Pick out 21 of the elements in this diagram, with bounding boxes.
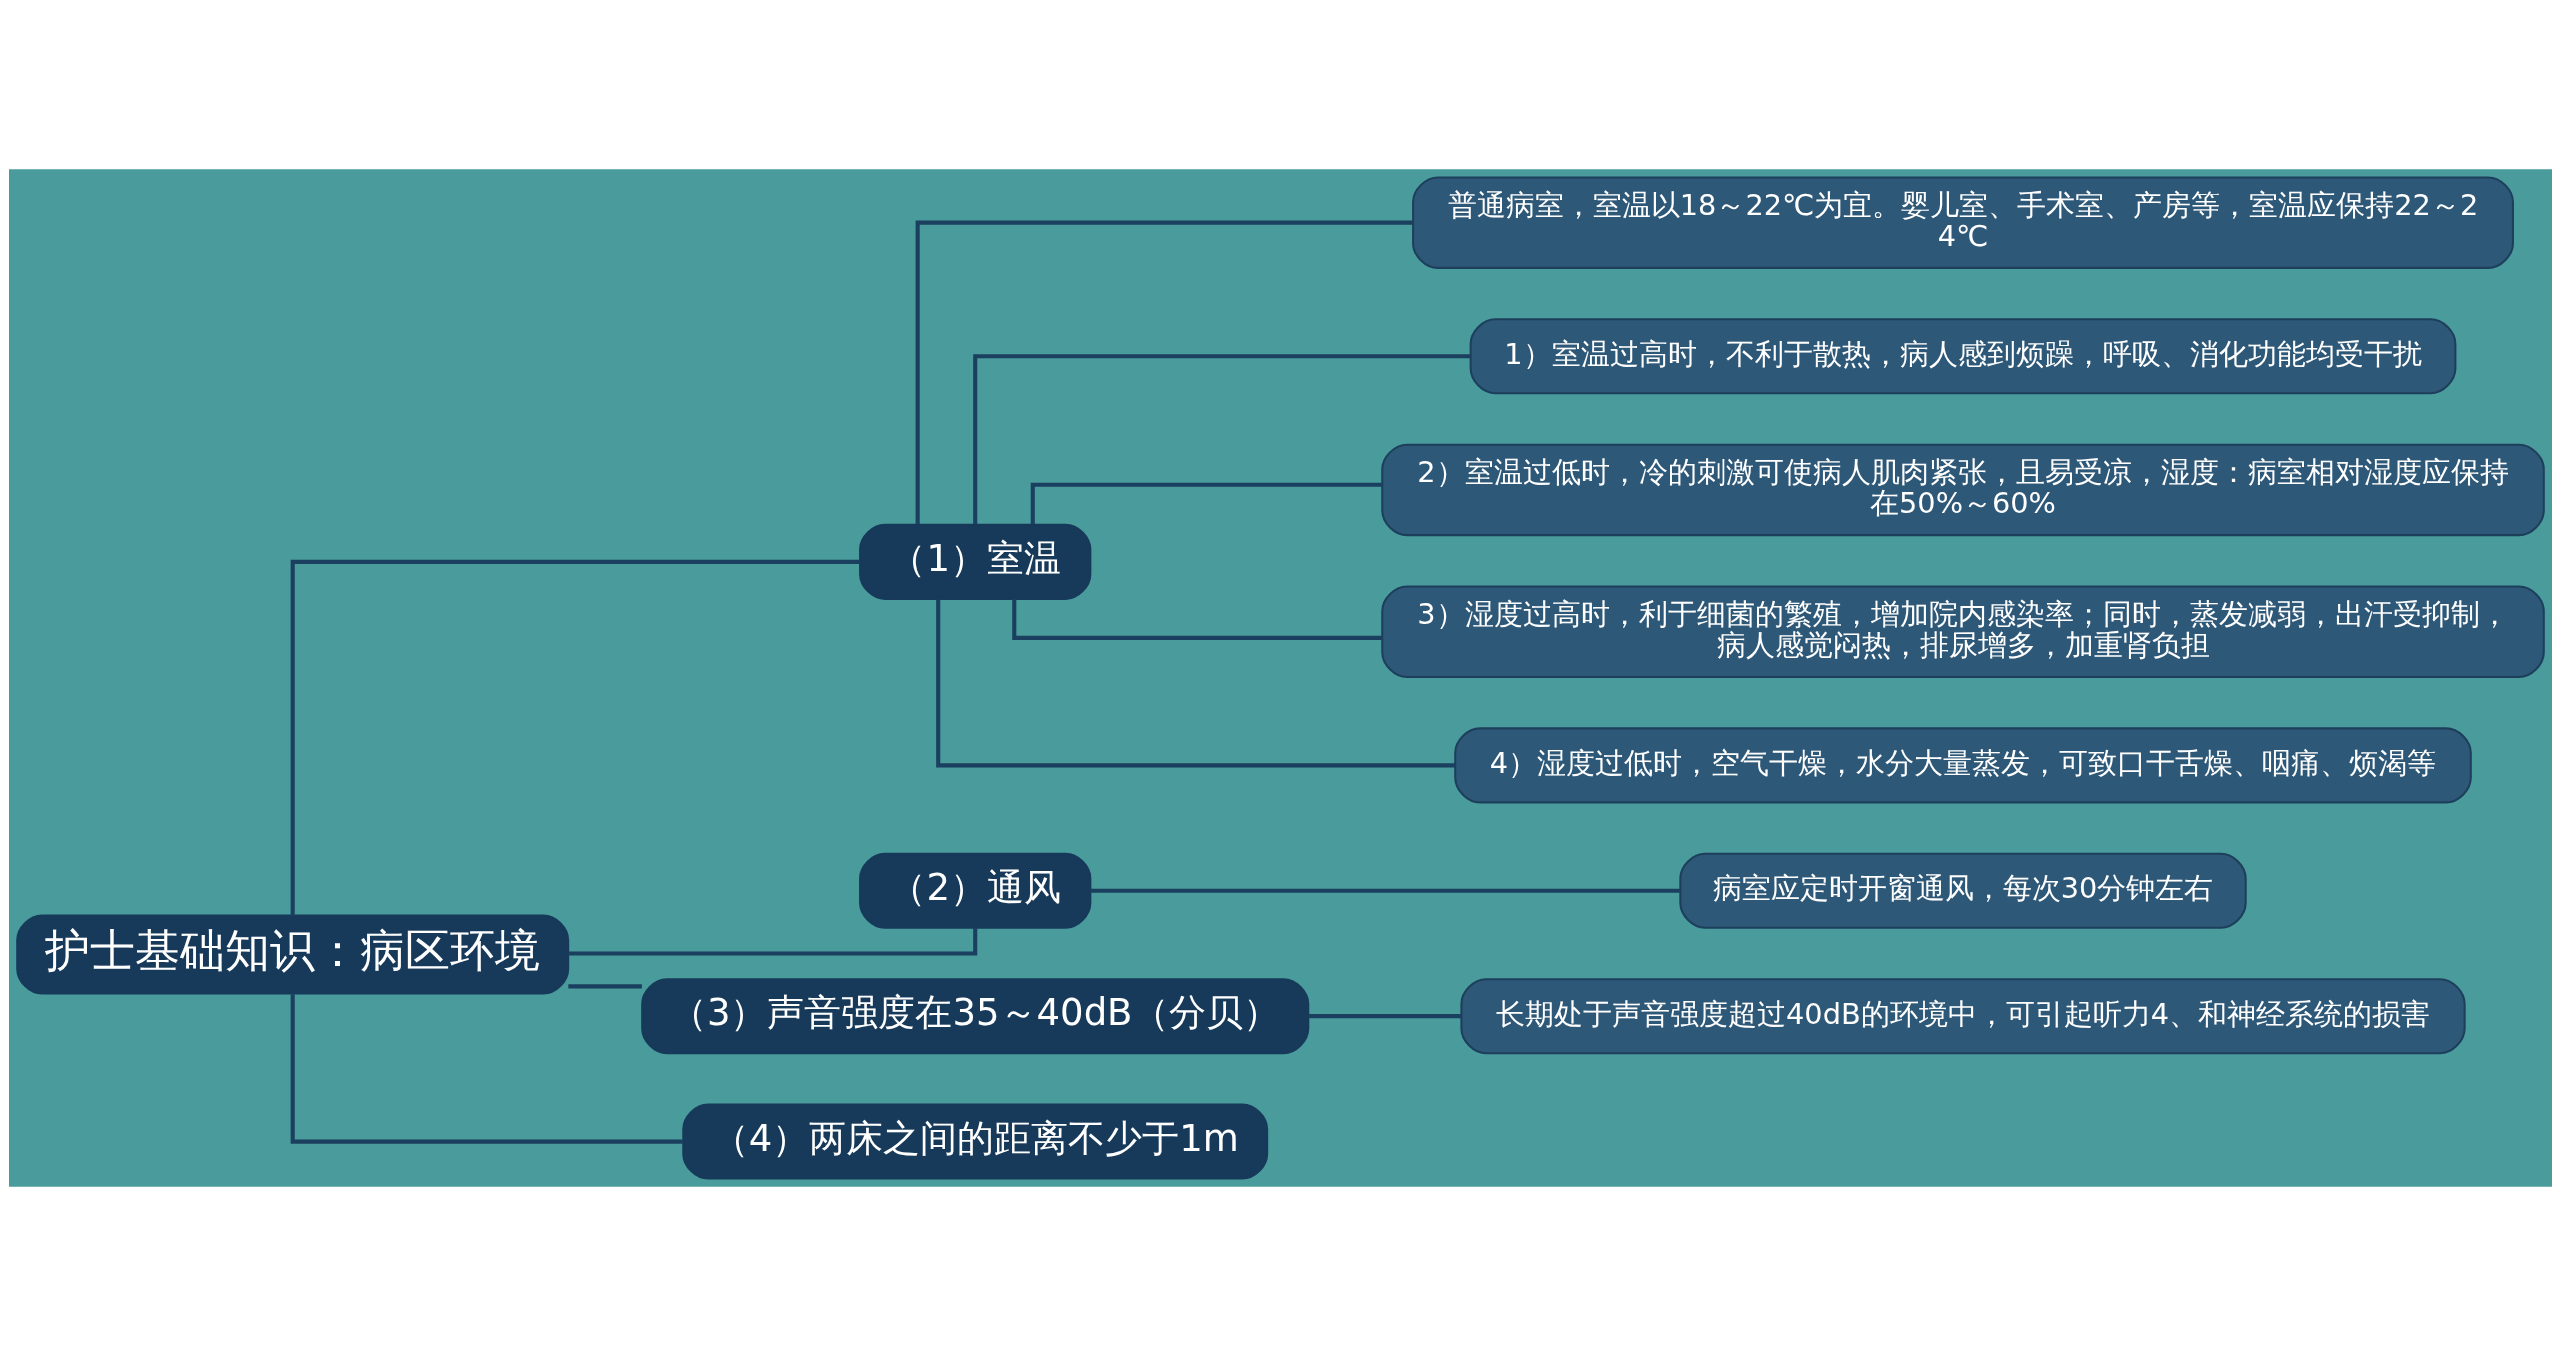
node-box: 普通病室，室温以18～22℃为宜。婴儿室、手术室、产房等，室温应保持22～24℃ xyxy=(1411,175,2514,269)
node-box: 长期处于声音强度超过40dB的环境中，可引起听力4、和神经系统的损害 xyxy=(1459,977,2466,1054)
connector xyxy=(567,983,642,988)
node-box: 护士基础知识：病区环境 xyxy=(15,913,569,995)
connector xyxy=(290,993,683,1144)
node-box: 3）湿度过高时，利于细菌的繁殖，增加院内感染率；同时，蒸发减弱，出汗受抑制，病人感觉闷热，排尿增多，加重肾负担 xyxy=(1380,585,2545,678)
node-box: 病室应定时开窗通风，每次30分钟左右 xyxy=(1678,852,2247,929)
connector xyxy=(1089,888,1680,893)
node-box: （4）两床之间的距离不少于1m xyxy=(681,1103,1268,1180)
node-box: 2）室温过低时，冷的刺激可使病人肌肉紧张，且易受凉，湿度：病室相对湿度应保持在50%～60% xyxy=(1380,443,2545,536)
connector xyxy=(915,220,1413,524)
node-box: 1）室温过高时，不利于散热，病人感到烦躁，呼吸、消化功能均受干扰 xyxy=(1469,317,2456,394)
node-box: 4）湿度过低时，空气干燥，水分大量蒸发，可致口干舌燥、咽痛、烦渴等 xyxy=(1453,726,2472,803)
connector xyxy=(567,927,977,956)
connector xyxy=(1307,1013,1461,1018)
node-box: （2）通风 xyxy=(858,852,1091,929)
node-box: （3）声音强度在35～40dB（分贝） xyxy=(640,977,1309,1054)
connector xyxy=(290,559,859,915)
connector xyxy=(972,353,1471,524)
connector xyxy=(935,598,1455,767)
node-box: （1）室温 xyxy=(858,523,1091,600)
